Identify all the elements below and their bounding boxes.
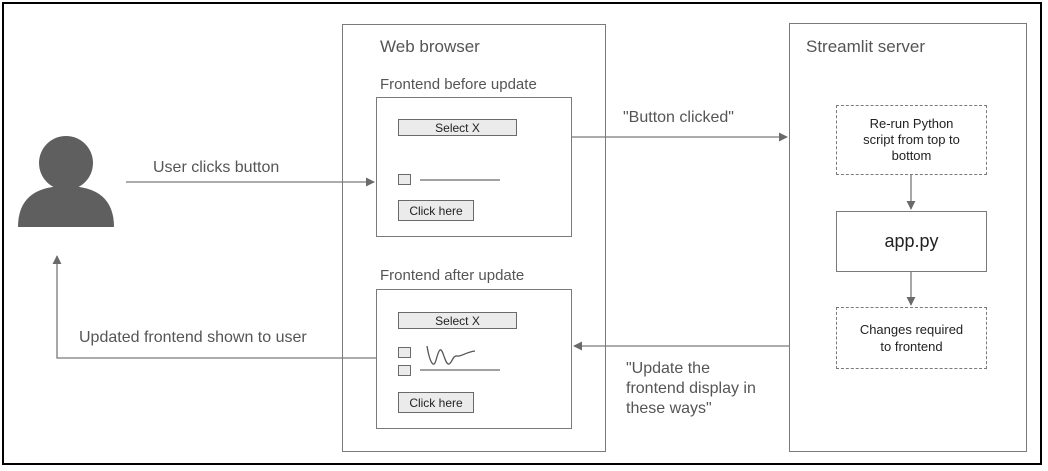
checkbox-after-2 <box>398 365 411 376</box>
changes-required-box: Changes required to frontend <box>836 307 987 369</box>
select-x-after: Select X <box>398 312 517 329</box>
chart-scribble <box>426 345 476 365</box>
button-clicked-label: "Button clicked" <box>623 109 734 126</box>
rerun-line-2: script from top to <box>863 132 960 147</box>
rerun-line-1: Re-run Python <box>869 116 954 131</box>
checkbox-after-1 <box>398 347 411 358</box>
streamlit-server-title: Streamlit server <box>806 37 926 56</box>
rerun-line-3: bottom <box>891 148 932 163</box>
update-line-1: "Update the <box>626 360 710 377</box>
update-line-2: frontend display in <box>626 380 756 397</box>
user-clicks-label: User clicks button <box>153 159 280 176</box>
click-here-after: Click here <box>398 392 474 413</box>
update-line-3: these ways" <box>626 400 712 417</box>
update-display-label: "Update the frontend display in these wa… <box>626 359 756 419</box>
changes-line-1: Changes required <box>859 322 964 337</box>
app-py-box: app.py <box>836 211 987 272</box>
rerun-script-box: Re-run Python script from top to bottom <box>836 105 987 175</box>
browser-to-user-arrow <box>52 255 376 359</box>
frontend-after-title: Frontend after update <box>380 267 525 284</box>
changes-line-2: to frontend <box>880 339 943 354</box>
web-browser-title: Web browser <box>380 37 480 56</box>
frontend-before-title: Frontend before update <box>380 76 537 93</box>
click-here-before: Click here <box>398 200 474 221</box>
updated-frontend-label: Updated frontend shown to user <box>79 329 307 346</box>
checkbox-before <box>398 174 411 185</box>
select-x-before: Select X <box>398 119 517 136</box>
diagram-frame <box>2 2 1042 465</box>
